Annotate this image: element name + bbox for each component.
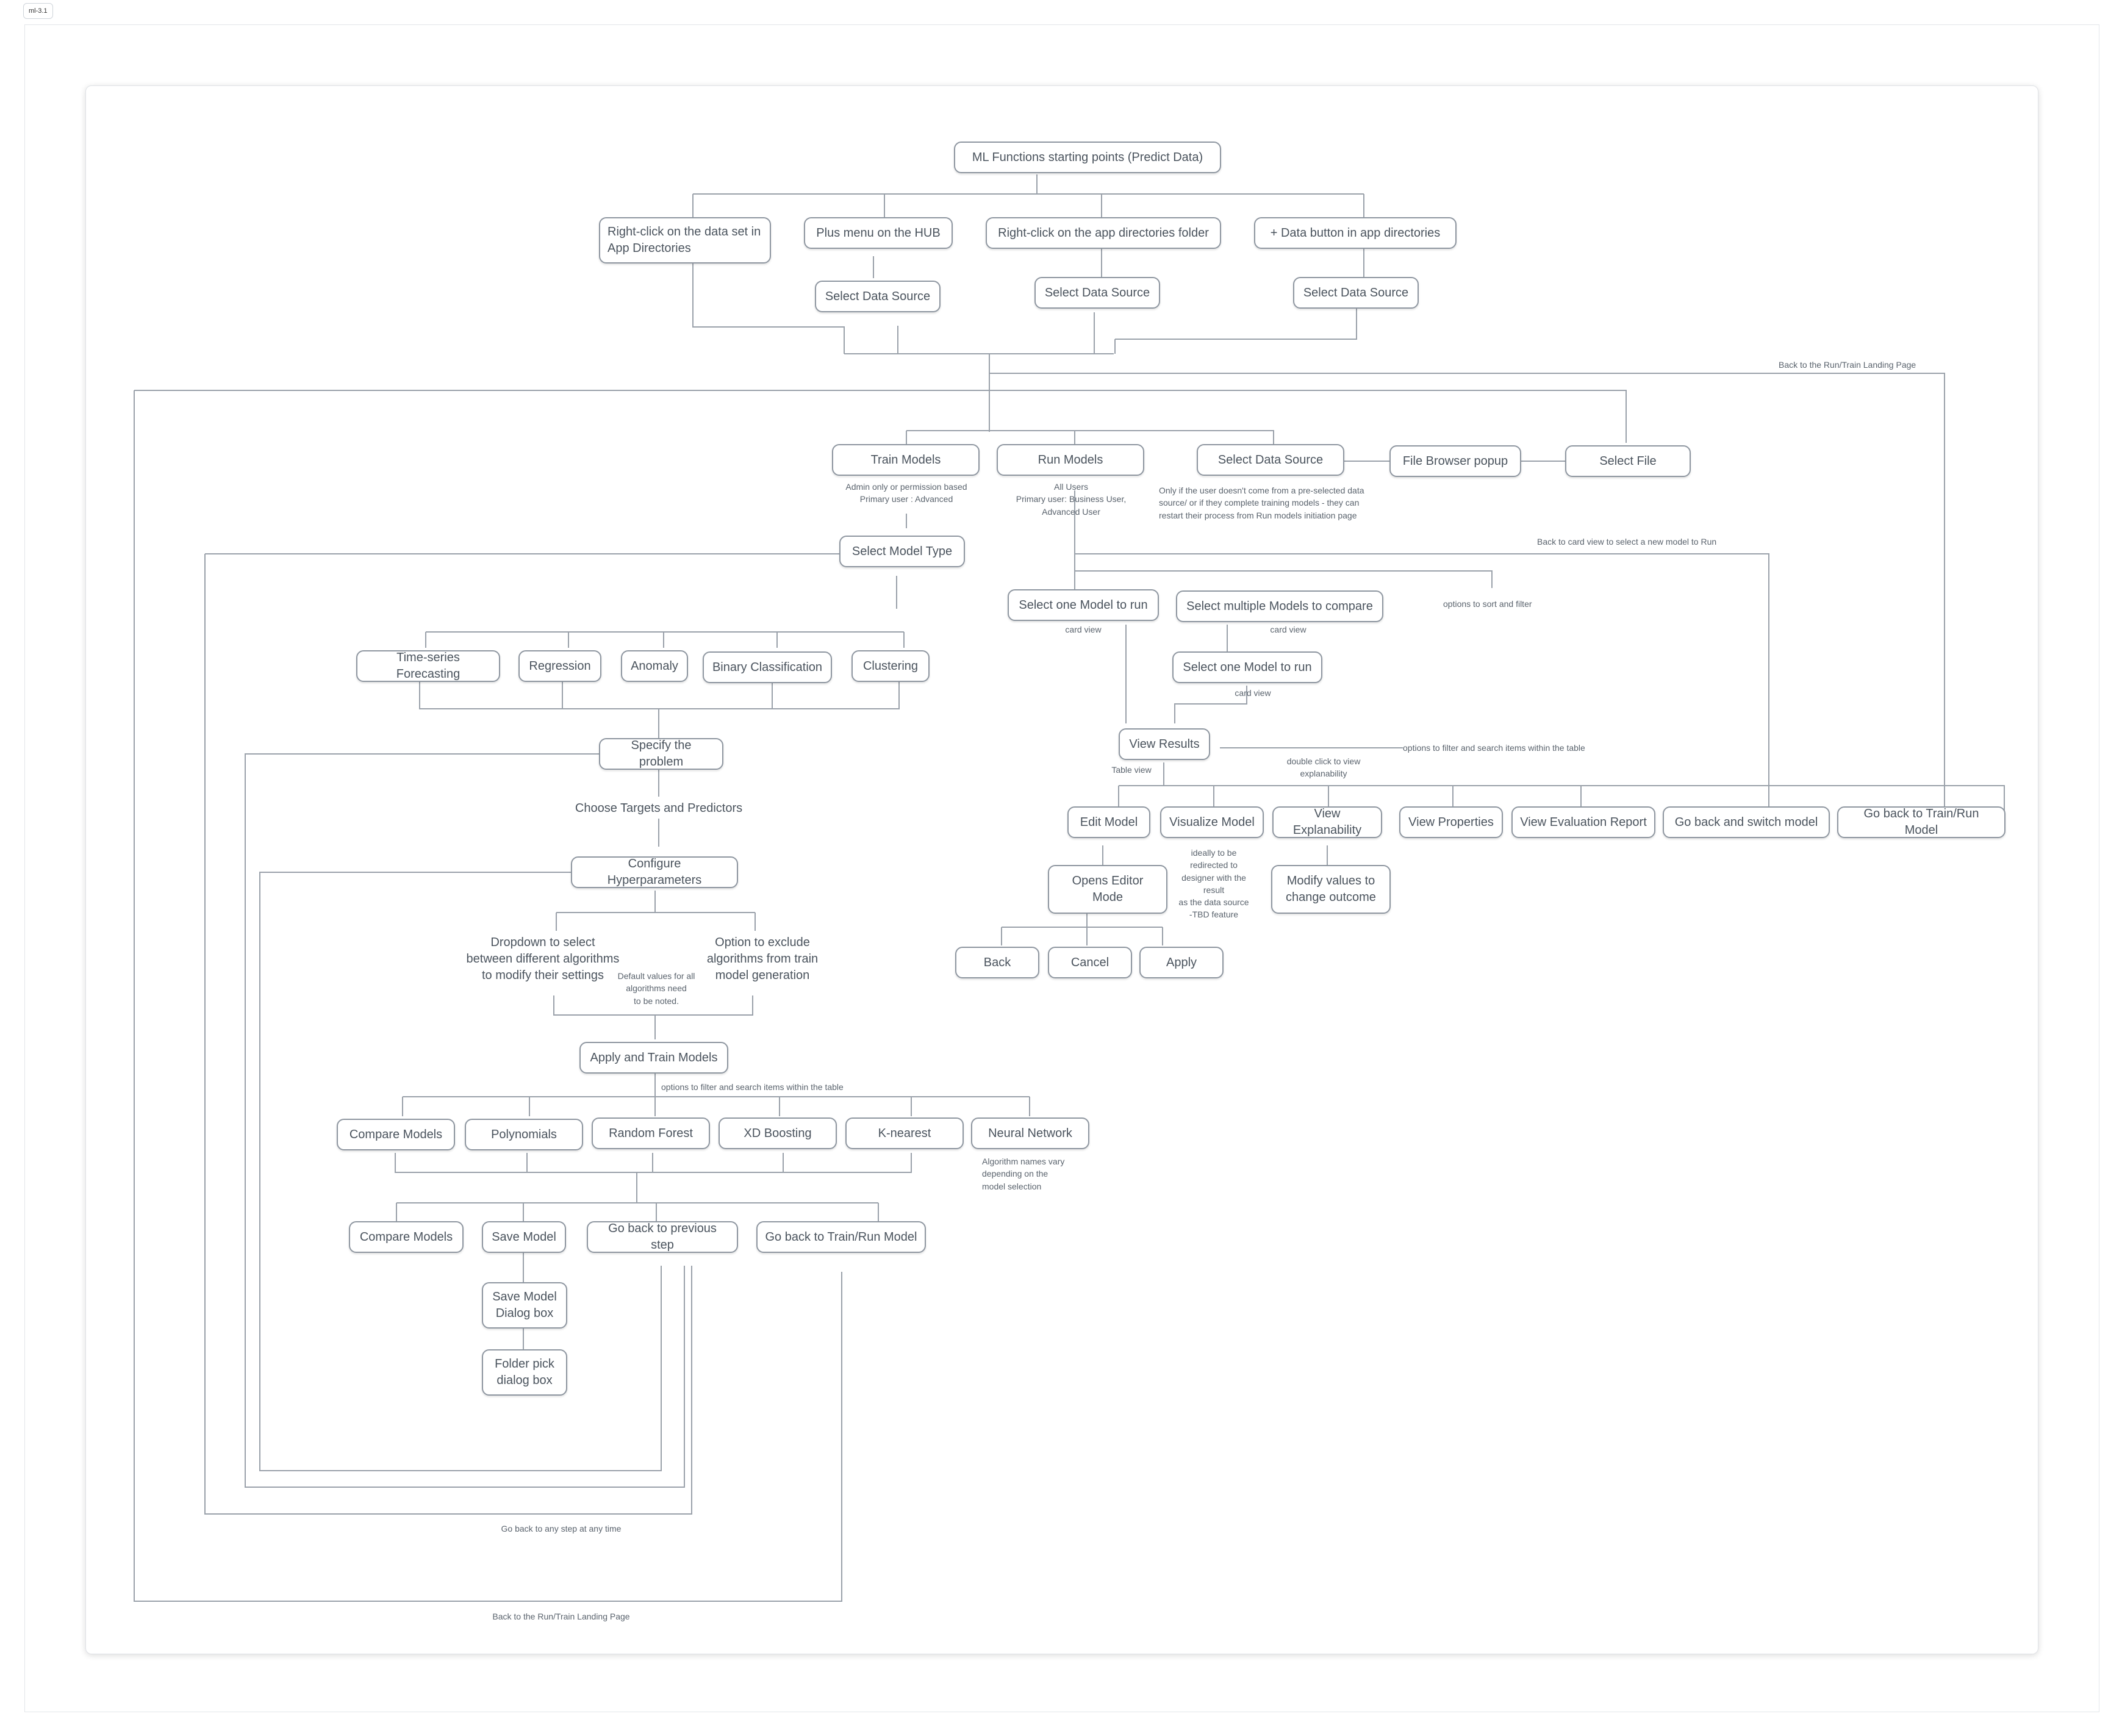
modify-values-node[interactable]: Modify values to change outcome xyxy=(1271,865,1391,914)
neural-network-node[interactable]: Neural Network xyxy=(971,1117,1089,1149)
go-back-train-run-node[interactable]: Go back to Train/Run Model xyxy=(756,1221,926,1253)
data-button-node[interactable]: + Data button in app directories xyxy=(1254,217,1457,249)
select-multiple-models-node[interactable]: Select multiple Models to compare xyxy=(1176,590,1383,622)
xd-boosting-node[interactable]: XD Boosting xyxy=(719,1117,837,1149)
frame-tag: ml-3.1 xyxy=(23,3,53,19)
clustering-node[interactable]: Clustering xyxy=(851,650,930,682)
view-results-node[interactable]: View Results xyxy=(1119,728,1210,760)
select-one-model-node[interactable]: Select one Model to run xyxy=(1008,589,1159,621)
train-models-node[interactable]: Train Models xyxy=(832,444,980,476)
start-node[interactable]: ML Functions starting points (Predict Da… xyxy=(954,142,1221,173)
train-models-note: Admin only or permission based Primary u… xyxy=(845,482,967,504)
specify-problem-node[interactable]: Specify the problem xyxy=(599,738,723,770)
right-click-dataset-node[interactable]: Right-click on the data set in App Direc… xyxy=(599,217,771,264)
back-to-landing-bottom-note: Back to the Run/Train Landing Page xyxy=(492,1612,630,1621)
folder-pick-dialog-node[interactable]: Folder pick dialog box xyxy=(482,1349,567,1396)
filter-search-train-note: options to filter and search items withi… xyxy=(661,1082,844,1092)
visualize-model-node[interactable]: Visualize Model xyxy=(1160,806,1264,838)
random-forest-node[interactable]: Random Forest xyxy=(592,1117,710,1149)
polynomials-node[interactable]: Polynomials xyxy=(465,1119,583,1150)
binary-classification-node[interactable]: Binary Classification xyxy=(703,651,832,683)
view-properties-node[interactable]: View Properties xyxy=(1399,806,1503,838)
select-data-source-node[interactable]: Select Data Source xyxy=(1034,277,1160,309)
filter-search-results-note: options to filter and search items withi… xyxy=(1403,743,1585,753)
select-data-source-node[interactable]: Select Data Source xyxy=(815,281,941,312)
go-back-previous-step-node[interactable]: Go back to previous step xyxy=(587,1221,738,1253)
algorithm-names-note: Algorithm names vary depending on the mo… xyxy=(982,1157,1065,1191)
view-explanability-node[interactable]: View Explanability xyxy=(1272,806,1382,838)
apply-train-models-node[interactable]: Apply and Train Models xyxy=(579,1042,728,1074)
sort-filter-note: options to sort and filter xyxy=(1443,599,1532,609)
cancel-button-node[interactable]: Cancel xyxy=(1048,947,1132,978)
go-back-switch-model-node[interactable]: Go back and switch model xyxy=(1663,806,1830,838)
back-to-landing-note: Back to the Run/Train Landing Page xyxy=(1779,360,1916,370)
run-models-note: All Users Primary user: Business User, A… xyxy=(1016,482,1127,517)
default-values-note: Default values for all algorithms need t… xyxy=(617,971,695,1006)
ideally-redirected-note: ideally to be redirected to designer wit… xyxy=(1178,848,1249,920)
save-model-node[interactable]: Save Model xyxy=(482,1221,566,1253)
dropdown-select-text: Dropdown to select between different alg… xyxy=(466,936,620,982)
select-one-model-node[interactable]: Select one Model to run xyxy=(1172,651,1322,683)
card-view-note: card view xyxy=(1270,625,1307,634)
run-models-node[interactable]: Run Models xyxy=(997,444,1144,476)
save-model-dialog-node[interactable]: Save Model Dialog box xyxy=(482,1282,567,1329)
view-evaluation-report-node[interactable]: View Evaluation Report xyxy=(1511,806,1655,838)
plus-menu-node[interactable]: Plus menu on the HUB xyxy=(804,217,953,249)
back-button-node[interactable]: Back xyxy=(955,947,1039,978)
time-series-forecasting-node[interactable]: Time-series Forecasting xyxy=(356,650,500,682)
card-view-note: card view xyxy=(1065,625,1102,634)
compare-models-node[interactable]: Compare Models xyxy=(337,1119,455,1150)
opens-editor-mode-node[interactable]: Opens Editor Mode xyxy=(1048,865,1167,914)
right-click-folder-node[interactable]: Right-click on the app directories folde… xyxy=(986,217,1221,249)
compare-models-node[interactable]: Compare Models xyxy=(349,1221,464,1253)
double-click-note: double click to view explanability xyxy=(1286,756,1361,779)
configure-hyperparameters-node[interactable]: Configure Hyperparameters xyxy=(571,856,738,888)
option-exclude-text: Option to exclude algorithms from train … xyxy=(706,936,819,982)
card-view-note: card view xyxy=(1235,688,1271,698)
apply-button-node[interactable]: Apply xyxy=(1139,947,1224,978)
table-view-note: Table view xyxy=(1111,765,1152,775)
back-to-card-view-note: Back to card view to select a new model … xyxy=(1537,537,1717,547)
k-nearest-node[interactable]: K-nearest xyxy=(845,1117,964,1149)
regression-node[interactable]: Regression xyxy=(518,650,601,682)
go-back-train-run-node[interactable]: Go back to Train/Run Model xyxy=(1837,806,2006,838)
select-model-type-node[interactable]: Select Model Type xyxy=(839,536,965,567)
data-source-note: Only if the user doesn't come from a pre… xyxy=(1159,486,1364,520)
select-data-source-node[interactable]: Select Data Source xyxy=(1293,277,1419,309)
go-back-any-step-note: Go back to any step at any time xyxy=(501,1524,622,1533)
outer-frame xyxy=(24,24,2099,1712)
select-data-source-main-node[interactable]: Select Data Source xyxy=(1197,444,1344,476)
edit-model-node[interactable]: Edit Model xyxy=(1067,806,1150,838)
anomaly-node[interactable]: Anomaly xyxy=(621,650,688,682)
select-file-node[interactable]: Select File xyxy=(1565,445,1691,477)
file-browser-node[interactable]: File Browser popup xyxy=(1389,445,1521,477)
choose-targets-text: Choose Targets and Predictors xyxy=(575,802,743,815)
